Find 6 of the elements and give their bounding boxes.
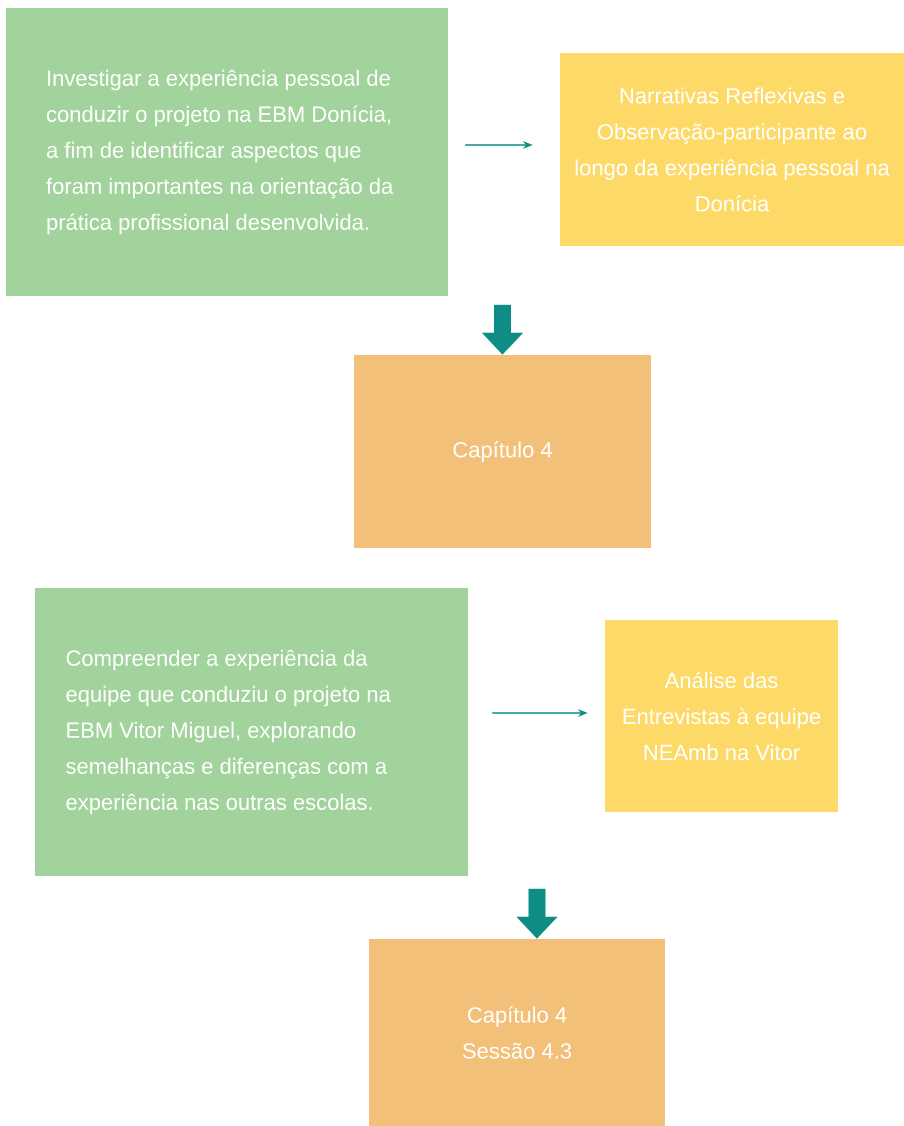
text-box: Narrativas Reflexivas e Observação-participante ao longo da experiência pessoal na Donícia <box>560 53 904 246</box>
text-box: Análise das Entrevistas à equipe NEAmb na Vitor <box>605 620 838 812</box>
text-box: Capítulo 4 <box>354 355 651 548</box>
text-box: Capítulo 4 Sessão 4.3 <box>369 939 665 1126</box>
text-box: Compreender a experiência da equipe que conduziu o projeto na EBM Vitor Miguel, explorando semelhanças e diferenças com a experiência nas outras escolas. <box>35 588 468 876</box>
text-box: Investigar a experiência pessoal de conduzir o projeto na EBM Donícia, a fim de identificar aspectos que foram importantes na orientação da prática profissional desenvolvida. <box>6 8 448 296</box>
